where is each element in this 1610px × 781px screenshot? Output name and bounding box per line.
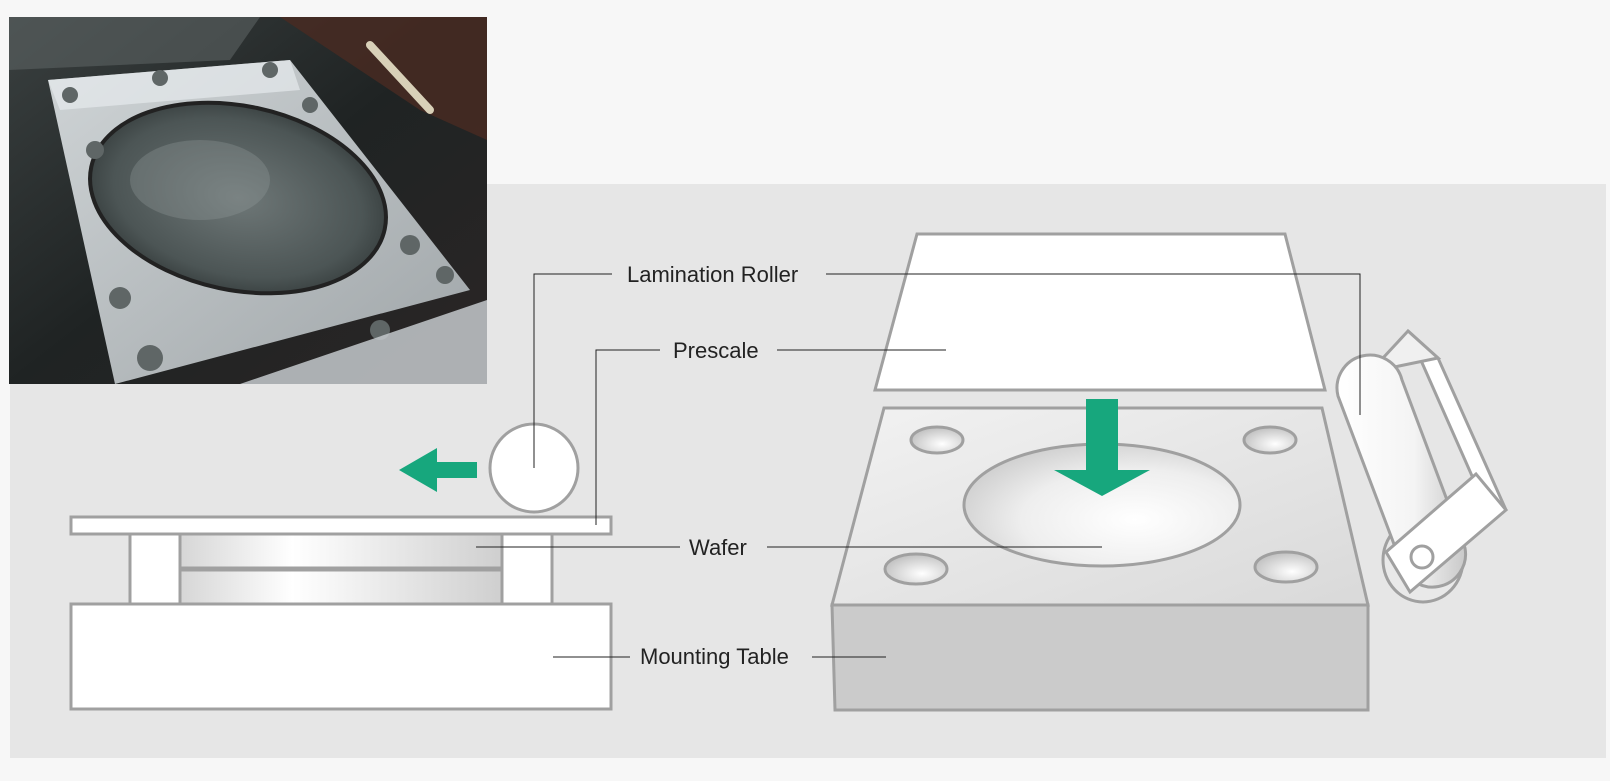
leader-lines [476,273,1361,658]
leader-lamination-roller-left [533,273,612,468]
label-prescale: Prescale [673,338,759,363]
mounting-table-side [69,602,613,711]
lamination-roller-perspective [1335,328,1509,604]
wafer-holder-side [128,532,554,606]
down-arrow-icon [1054,399,1150,496]
prescale-sheet-side [69,515,613,536]
mounting-hole [883,552,949,586]
label-mounting-table: Mounting Table [640,644,789,669]
label-lamination-roller: Lamination Roller [627,262,798,287]
prescale-sheet-perspective [873,232,1327,392]
leader-prescale-left [595,349,660,525]
leader-lamination-roller-right [826,273,1361,415]
mounting-table-perspective [830,406,1370,712]
mounting-hole [1242,425,1298,455]
mounting-hole [1253,550,1319,584]
mounting-hole [909,425,965,455]
wafer-photo [9,17,487,384]
left-arrow-icon [399,448,477,492]
label-wafer: Wafer [689,535,747,560]
